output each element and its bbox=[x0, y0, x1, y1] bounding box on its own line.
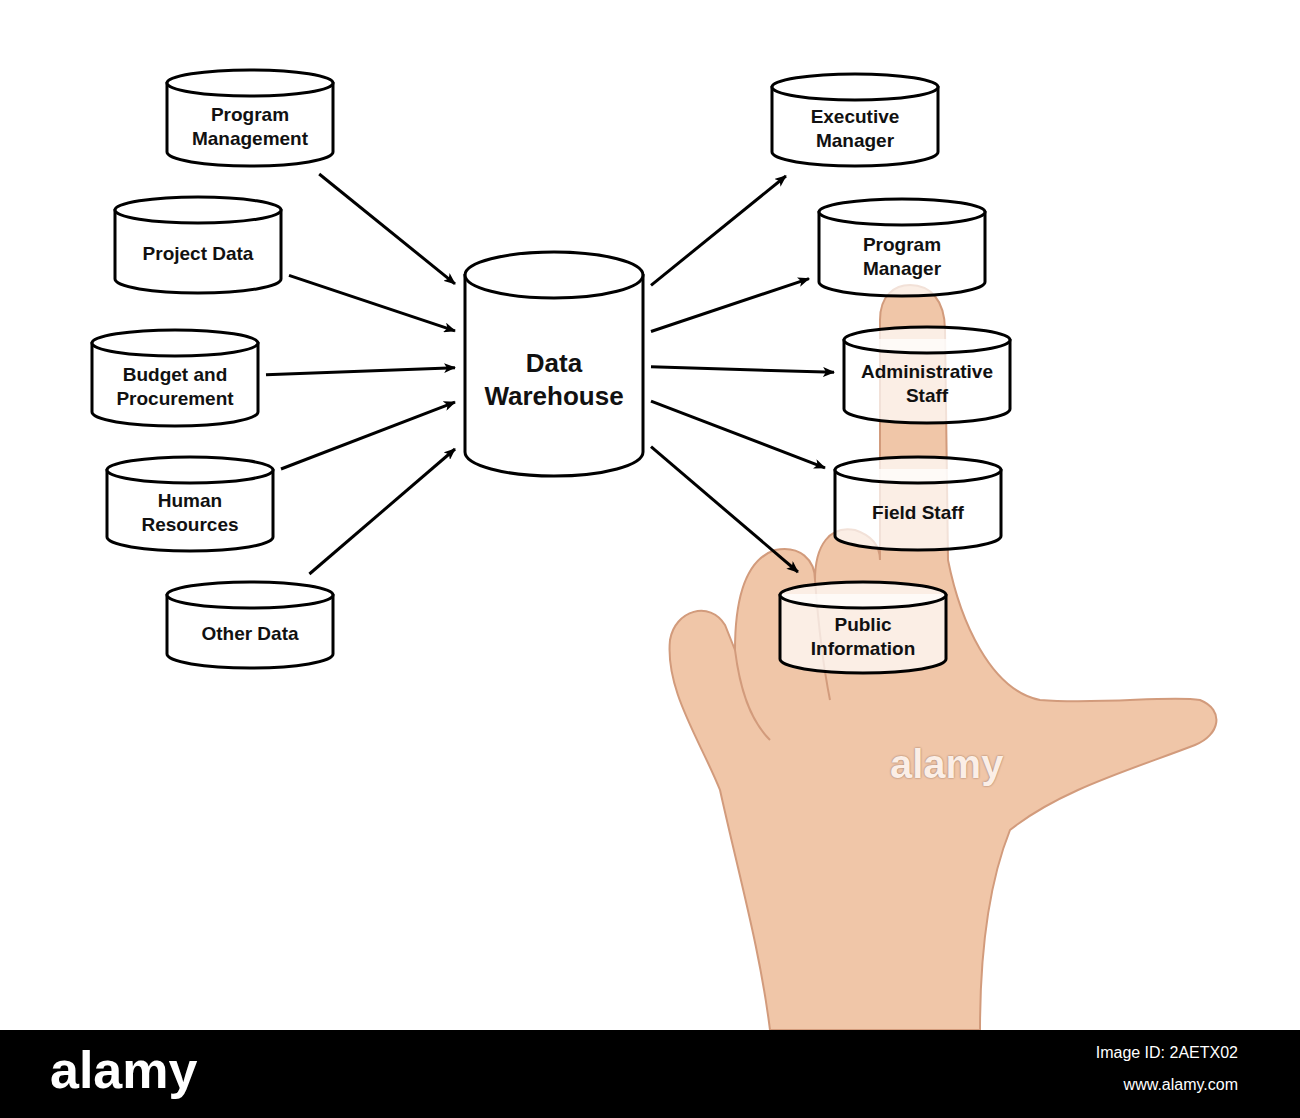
watermark: alamy bbox=[890, 742, 1003, 787]
database-cylinder: Administrative Staff bbox=[842, 325, 1012, 425]
flow-arrow bbox=[651, 279, 809, 332]
database-cylinder: Budget and Procurement bbox=[90, 328, 260, 428]
cylinder-top bbox=[772, 74, 938, 100]
cylinder-top bbox=[465, 252, 643, 298]
database-cylinder: Program Management bbox=[165, 68, 335, 168]
cylinder-top bbox=[167, 70, 333, 96]
node-label: Other Data bbox=[201, 622, 298, 646]
database-cylinder: Field Staff bbox=[833, 455, 1003, 552]
flow-arrow bbox=[309, 449, 455, 574]
node-label: Program Manager bbox=[829, 233, 975, 281]
database-cylinder: Project Data bbox=[113, 195, 283, 295]
database-cylinder: Public Information bbox=[778, 580, 948, 675]
node-label: Executive Manager bbox=[782, 105, 928, 153]
flow-arrow bbox=[651, 367, 834, 372]
database-cylinder: Executive Manager bbox=[770, 72, 940, 168]
website: www.alamy.com bbox=[1124, 1076, 1238, 1094]
database-cylinder: Human Resources bbox=[105, 455, 275, 553]
node-label: Budget and Procurement bbox=[102, 363, 248, 411]
flow-arrow bbox=[651, 401, 825, 468]
cylinder-top bbox=[92, 330, 258, 356]
cylinder-top bbox=[115, 197, 281, 223]
database-cylinder: Data Warehouse bbox=[463, 250, 645, 478]
flow-arrow bbox=[281, 402, 455, 469]
cylinder-top bbox=[835, 457, 1001, 483]
node-label: Human Resources bbox=[117, 489, 263, 537]
database-cylinder: Other Data bbox=[165, 580, 335, 670]
node-label: Project Data bbox=[143, 242, 254, 266]
node-label: Data Warehouse bbox=[475, 347, 633, 412]
node-label: Program Management bbox=[177, 103, 323, 151]
logo-text: alamy bbox=[50, 1040, 197, 1100]
cylinder-body bbox=[465, 274, 643, 476]
image-id: Image ID: 2AETX02 bbox=[1096, 1044, 1238, 1062]
hand-shape bbox=[670, 285, 1217, 1030]
flow-arrow bbox=[266, 368, 455, 375]
footer-bar: alamy Image ID: 2AETX02 www.alamy.com bbox=[0, 1030, 1300, 1118]
flow-arrow bbox=[651, 447, 798, 572]
flow-arrow bbox=[289, 275, 455, 330]
cylinder-top bbox=[107, 457, 273, 483]
cylinder-top bbox=[819, 199, 985, 225]
cylinder-top bbox=[844, 327, 1010, 353]
node-label: Public Information bbox=[790, 613, 936, 661]
flow-arrow bbox=[319, 174, 455, 284]
cylinder-top bbox=[167, 582, 333, 608]
cylinder-top bbox=[780, 582, 946, 608]
node-label: Field Staff bbox=[872, 501, 964, 525]
node-label: Administrative Staff bbox=[854, 360, 1000, 408]
flow-arrow bbox=[651, 176, 786, 285]
database-cylinder: Program Manager bbox=[817, 197, 987, 298]
